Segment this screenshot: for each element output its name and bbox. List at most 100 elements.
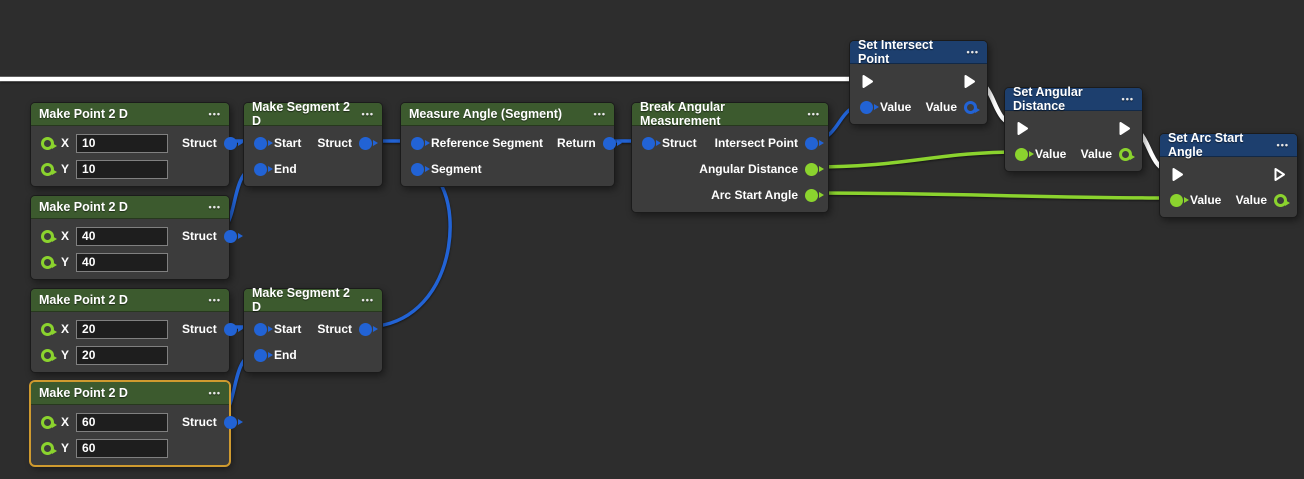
port-reference-segment-input[interactable] <box>411 136 430 150</box>
port-y-input[interactable] <box>41 162 57 176</box>
port-y-input[interactable] <box>41 255 57 269</box>
node-menu-icon[interactable]: ••• <box>208 388 221 398</box>
port-start-input[interactable] <box>254 136 273 150</box>
node-menu-icon[interactable]: ••• <box>966 47 979 57</box>
exec-out-pin-unconnected[interactable] <box>1272 167 1287 182</box>
node-header[interactable]: Make Point 2 D ••• <box>31 196 229 219</box>
node-title: Set Angular Distance <box>1013 85 1083 113</box>
y-label: Y <box>61 348 70 362</box>
port-end-input[interactable] <box>254 348 273 362</box>
node-header[interactable]: Make Point 2 D ••• <box>31 103 229 126</box>
node-make-segment-2d-2[interactable]: Make Segment 2 D ••• Start Struct End <box>243 286 383 373</box>
node-set-intersect-point[interactable]: Set Intersect Point ••• Value Value <box>849 38 988 125</box>
node-menu-icon[interactable]: ••• <box>593 109 606 119</box>
port-x-input[interactable] <box>41 322 57 336</box>
port-struct-input[interactable] <box>642 136 661 150</box>
port-y-input[interactable] <box>41 441 57 455</box>
node-make-point-2d-1[interactable]: Make Point 2 D ••• X Struct Y <box>30 102 243 187</box>
wire-break-to-set-arc-value[interactable] <box>808 191 1177 200</box>
value-out-label: Value <box>1235 193 1267 207</box>
port-x-input[interactable] <box>41 415 57 429</box>
port-y-input[interactable] <box>41 348 57 362</box>
node-menu-icon[interactable]: ••• <box>208 109 221 119</box>
segment-label: Segment <box>431 162 482 176</box>
node-make-point-2d-3[interactable]: Make Point 2 D ••• X Struct Y <box>30 288 243 373</box>
node-title: Set Intersect Point <box>858 38 934 66</box>
struct-label: Struct <box>182 322 217 336</box>
node-header[interactable]: Measure Angle (Segment) ••• <box>401 103 614 126</box>
x-label: X <box>61 136 70 150</box>
exec-in-pin[interactable] <box>1170 167 1185 182</box>
port-value-input[interactable] <box>1170 193 1189 207</box>
node-make-point-2d-2[interactable]: Make Point 2 D ••• X Struct Y <box>30 195 243 280</box>
port-arc-start-angle-output[interactable] <box>805 188 824 202</box>
node-break-angular-measurement[interactable]: Break Angular Measurement ••• Struct Int… <box>631 100 829 213</box>
node-header[interactable]: Make Segment 2 D ••• <box>244 286 382 314</box>
node-header[interactable]: Make Segment 2 D ••• <box>244 100 382 128</box>
node-menu-icon[interactable]: ••• <box>361 109 374 119</box>
node-header[interactable]: Break Angular Measurement ••• <box>632 100 828 128</box>
y-value-field[interactable] <box>76 252 169 272</box>
port-value-output[interactable] <box>1119 147 1135 161</box>
port-value-input[interactable] <box>1015 147 1034 161</box>
struct-label: Struct <box>662 136 697 150</box>
node-make-segment-2d-1[interactable]: Make Segment 2 D ••• Start Struct End <box>243 100 383 187</box>
y-label: Y <box>61 162 70 176</box>
node-make-point-2d-4[interactable]: Make Point 2 D ••• X Struct Y <box>30 381 243 466</box>
node-header[interactable]: Make Point 2 D ••• <box>31 382 229 405</box>
node-title: Measure Angle (Segment) <box>409 107 563 121</box>
port-return-output[interactable] <box>602 136 622 150</box>
x-value-field[interactable] <box>76 412 169 432</box>
port-struct-output[interactable] <box>359 322 378 336</box>
node-title: Make Point 2 D <box>39 107 128 121</box>
x-value-field[interactable] <box>76 133 169 153</box>
y-label: Y <box>61 441 70 455</box>
port-struct-output[interactable] <box>223 136 243 150</box>
x-value-field[interactable] <box>76 319 169 339</box>
port-start-input[interactable] <box>254 322 273 336</box>
start-label: Start <box>274 322 302 336</box>
node-set-angular-distance[interactable]: Set Angular Distance ••• Value Value <box>1004 85 1143 172</box>
exec-in-pin[interactable] <box>1015 121 1030 136</box>
port-x-input[interactable] <box>41 136 57 150</box>
exec-out-pin[interactable] <box>962 74 977 89</box>
node-menu-icon[interactable]: ••• <box>1121 94 1134 104</box>
wire-break-to-set-angular-value[interactable] <box>808 150 1022 169</box>
port-value-output[interactable] <box>1274 193 1290 207</box>
node-header[interactable]: Make Point 2 D ••• <box>31 289 229 312</box>
end-label: End <box>274 348 297 362</box>
node-menu-icon[interactable]: ••• <box>208 202 221 212</box>
exec-out-pin[interactable] <box>1117 121 1132 136</box>
port-struct-output[interactable] <box>223 229 243 243</box>
port-struct-output[interactable] <box>223 415 243 429</box>
node-set-arc-start-angle[interactable]: Set Arc Start Angle ••• Value Value <box>1159 131 1298 218</box>
port-x-input[interactable] <box>41 229 57 243</box>
node-header[interactable]: Set Intersect Point ••• <box>850 38 987 66</box>
port-value-output[interactable] <box>964 100 980 114</box>
value-in-label: Value <box>1190 193 1222 207</box>
y-value-field[interactable] <box>76 345 169 365</box>
exec-in-pin[interactable] <box>860 74 875 89</box>
port-segment-input[interactable] <box>411 162 430 176</box>
node-header[interactable]: Set Angular Distance ••• <box>1005 85 1142 113</box>
port-angular-distance-output[interactable] <box>805 162 824 176</box>
y-value-field[interactable] <box>76 438 169 458</box>
node-title: Break Angular Measurement <box>640 100 725 128</box>
node-measure-angle-segment[interactable]: Measure Angle (Segment) ••• Reference Se… <box>400 102 622 187</box>
node-menu-icon[interactable]: ••• <box>361 295 374 305</box>
port-struct-output[interactable] <box>223 322 243 336</box>
node-menu-icon[interactable]: ••• <box>1276 140 1289 150</box>
x-value-field[interactable] <box>76 226 169 246</box>
node-menu-icon[interactable]: ••• <box>208 295 221 305</box>
y-value-field[interactable] <box>76 159 169 179</box>
node-menu-icon[interactable]: ••• <box>807 109 820 119</box>
port-value-input[interactable] <box>860 100 879 114</box>
node-header[interactable]: Set Arc Start Angle ••• <box>1160 131 1297 159</box>
port-intersect-point-output[interactable] <box>805 136 824 150</box>
value-in-label: Value <box>880 100 912 114</box>
port-end-input[interactable] <box>254 162 273 176</box>
x-label: X <box>61 229 70 243</box>
arc-start-angle-label: Arc Start Angle <box>711 188 798 202</box>
port-struct-output[interactable] <box>359 136 378 150</box>
